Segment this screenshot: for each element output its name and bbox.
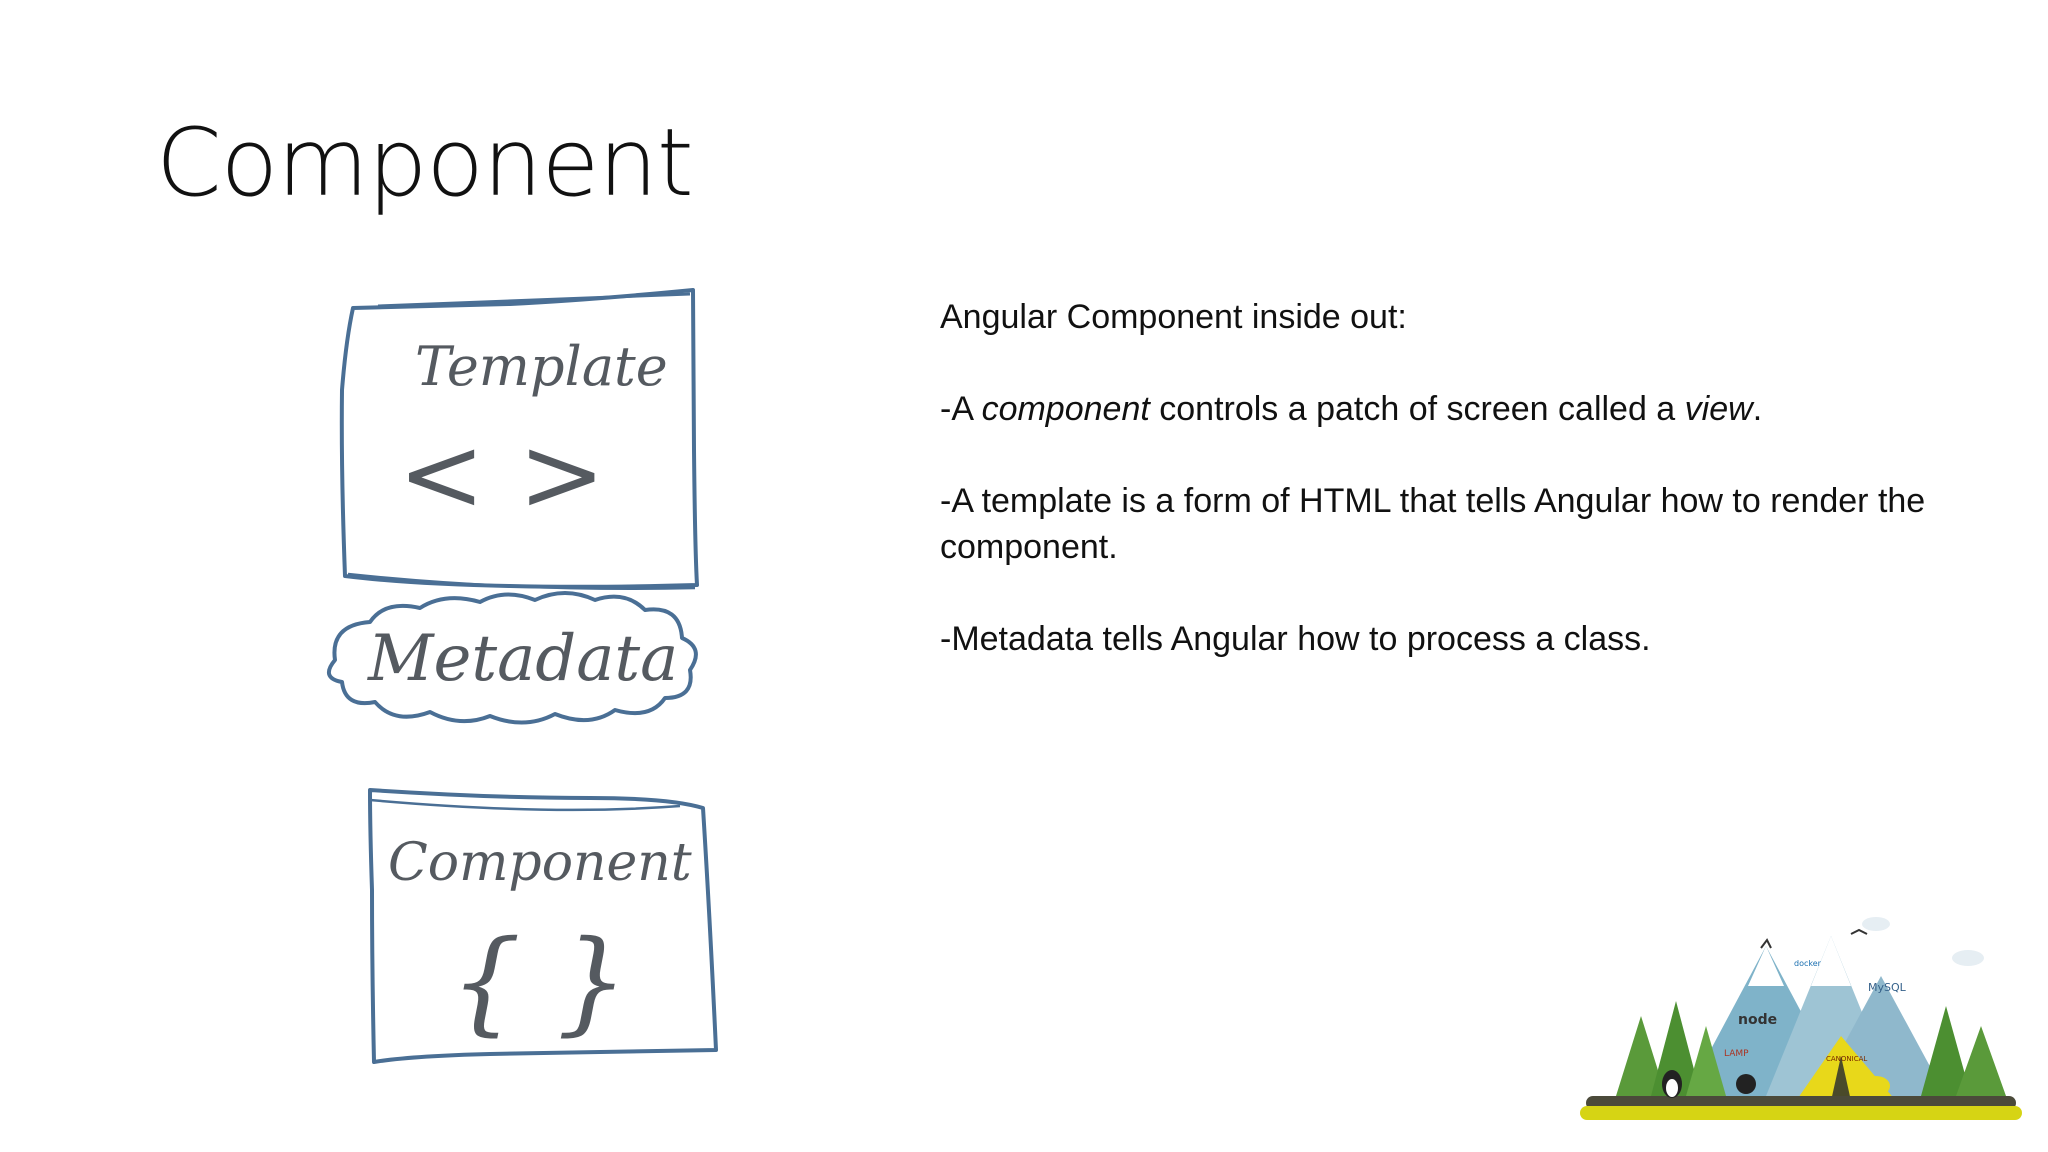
docker-logo-text: docker [1794, 959, 1822, 968]
bullet-component-middle: controls a patch of screen called a [1149, 390, 1685, 428]
node-logo-text: node [1738, 1012, 1777, 1028]
component-symbol: { } [450, 917, 628, 1047]
lamp-logo-text: LAMP [1724, 1049, 1749, 1059]
canonical-logo-text: CANONICAL [1826, 1055, 1867, 1063]
template-symbol: < > [398, 413, 605, 535]
bullet-component-em-view: view [1684, 390, 1753, 428]
intro-text: Angular Component inside out: [940, 298, 1407, 336]
bullet-component-suffix: . [1752, 390, 1763, 428]
camp-logo-illustration: node MySQL docker CANONICAL LAMP [1576, 906, 2028, 1126]
template-box: Template < > [339, 288, 699, 590]
component-label: Component [388, 833, 692, 893]
slide-body: Angular Component inside out: -A compone… [940, 294, 2000, 662]
metadata-cloud: Metadata [326, 591, 698, 725]
bullet-template: -A template is a form of HTML that tells… [940, 482, 1926, 566]
metadata-label: Metadata [367, 622, 678, 696]
bullet-component-em-component: component [981, 390, 1150, 428]
slide-title: Component [156, 109, 694, 218]
component-box: Component { } [368, 788, 718, 1064]
bullet-component-prefix: -A [940, 390, 982, 428]
bullet-metadata: -Metadata tells Angular how to process a… [940, 620, 1651, 658]
bullet-component: -A component controls a patch of screen … [940, 386, 2000, 432]
template-label: Template [415, 335, 668, 398]
component-diagram: Template < > Metadata Component { } [290, 270, 770, 1100]
mysql-logo-text: MySQL [1868, 981, 1907, 994]
